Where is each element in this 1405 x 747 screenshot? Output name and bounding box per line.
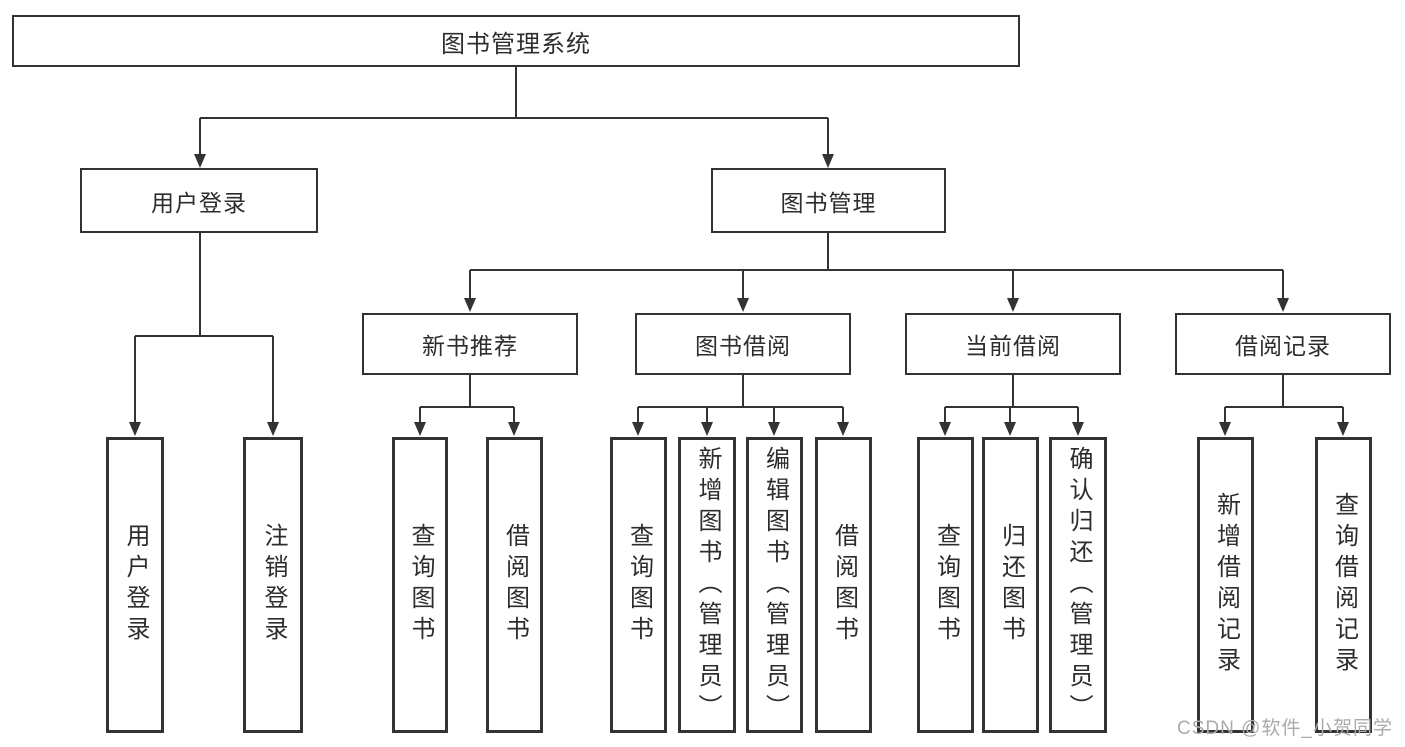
leaf-return-books: 归还图书	[982, 437, 1039, 733]
leaf-return-books-label: 归还图书	[997, 523, 1025, 647]
leaf-confirm-return-admin-label: 确认归还（管理员）	[1065, 445, 1092, 725]
node-user-login-label: 用户登录	[151, 189, 247, 216]
leaf-confirm-return-admin: 确认归还（管理员）	[1049, 437, 1107, 733]
connector-lines	[134, 66, 1344, 424]
leaf-borrow-books-recommend-label: 借阅图书	[501, 523, 529, 647]
leaf-add-books-admin: 新增图书（管理员）	[678, 437, 736, 733]
node-user-login: 用户登录	[80, 168, 318, 233]
leaf-add-books-admin-label: 新增图书（管理员）	[694, 445, 721, 725]
node-root: 图书管理系统	[12, 15, 1020, 67]
leaf-add-borrow-record-label: 新增借阅记录	[1212, 492, 1240, 678]
node-borrowing-records: 借阅记录	[1175, 313, 1391, 375]
leaf-query-books-recommend: 查询图书	[392, 437, 448, 733]
node-book-management-label: 图书管理	[780, 189, 877, 216]
node-book-borrowing-label: 图书借阅	[695, 333, 791, 359]
leaf-borrow-books-recommend: 借阅图书	[486, 437, 543, 733]
leaf-query-books-recommend-label: 查询图书	[407, 523, 434, 647]
node-book-borrowing: 图书借阅	[635, 313, 851, 375]
leaf-add-borrow-record: 新增借阅记录	[1197, 437, 1254, 733]
node-book-management: 图书管理	[711, 168, 946, 233]
csdn-watermark: CSDN @软件_小贺同学	[1177, 718, 1393, 739]
leaf-user-login: 用户登录	[106, 437, 164, 733]
node-borrowing-records-label: 借阅记录	[1235, 333, 1331, 359]
leaf-query-books-borrowing-label: 查询图书	[625, 523, 653, 647]
node-new-book-recommend: 新书推荐	[362, 313, 578, 375]
node-current-borrowing-label: 当前借阅	[965, 333, 1061, 359]
leaf-borrow-books-borrowing: 借阅图书	[815, 437, 872, 733]
leaf-borrow-books-borrowing-label: 借阅图书	[830, 523, 858, 647]
leaf-logout-label: 注销登录	[260, 523, 287, 647]
node-new-book-recommend-label: 新书推荐	[422, 333, 518, 359]
node-root-label: 图书管理系统	[441, 30, 591, 58]
leaf-logout: 注销登录	[243, 437, 303, 733]
leaf-query-books-current-label: 查询图书	[932, 523, 960, 647]
node-current-borrowing: 当前借阅	[905, 313, 1121, 375]
leaf-query-books-borrowing: 查询图书	[610, 437, 667, 733]
leaf-edit-books-admin: 编辑图书（管理员）	[746, 437, 803, 733]
leaf-query-borrow-record: 查询借阅记录	[1315, 437, 1372, 733]
leaf-query-books-current: 查询图书	[917, 437, 974, 733]
leaf-user-login-label: 用户登录	[122, 523, 149, 647]
leaf-edit-books-admin-label: 编辑图书（管理员）	[761, 445, 789, 725]
leaf-query-borrow-record-label: 查询借阅记录	[1330, 492, 1358, 678]
